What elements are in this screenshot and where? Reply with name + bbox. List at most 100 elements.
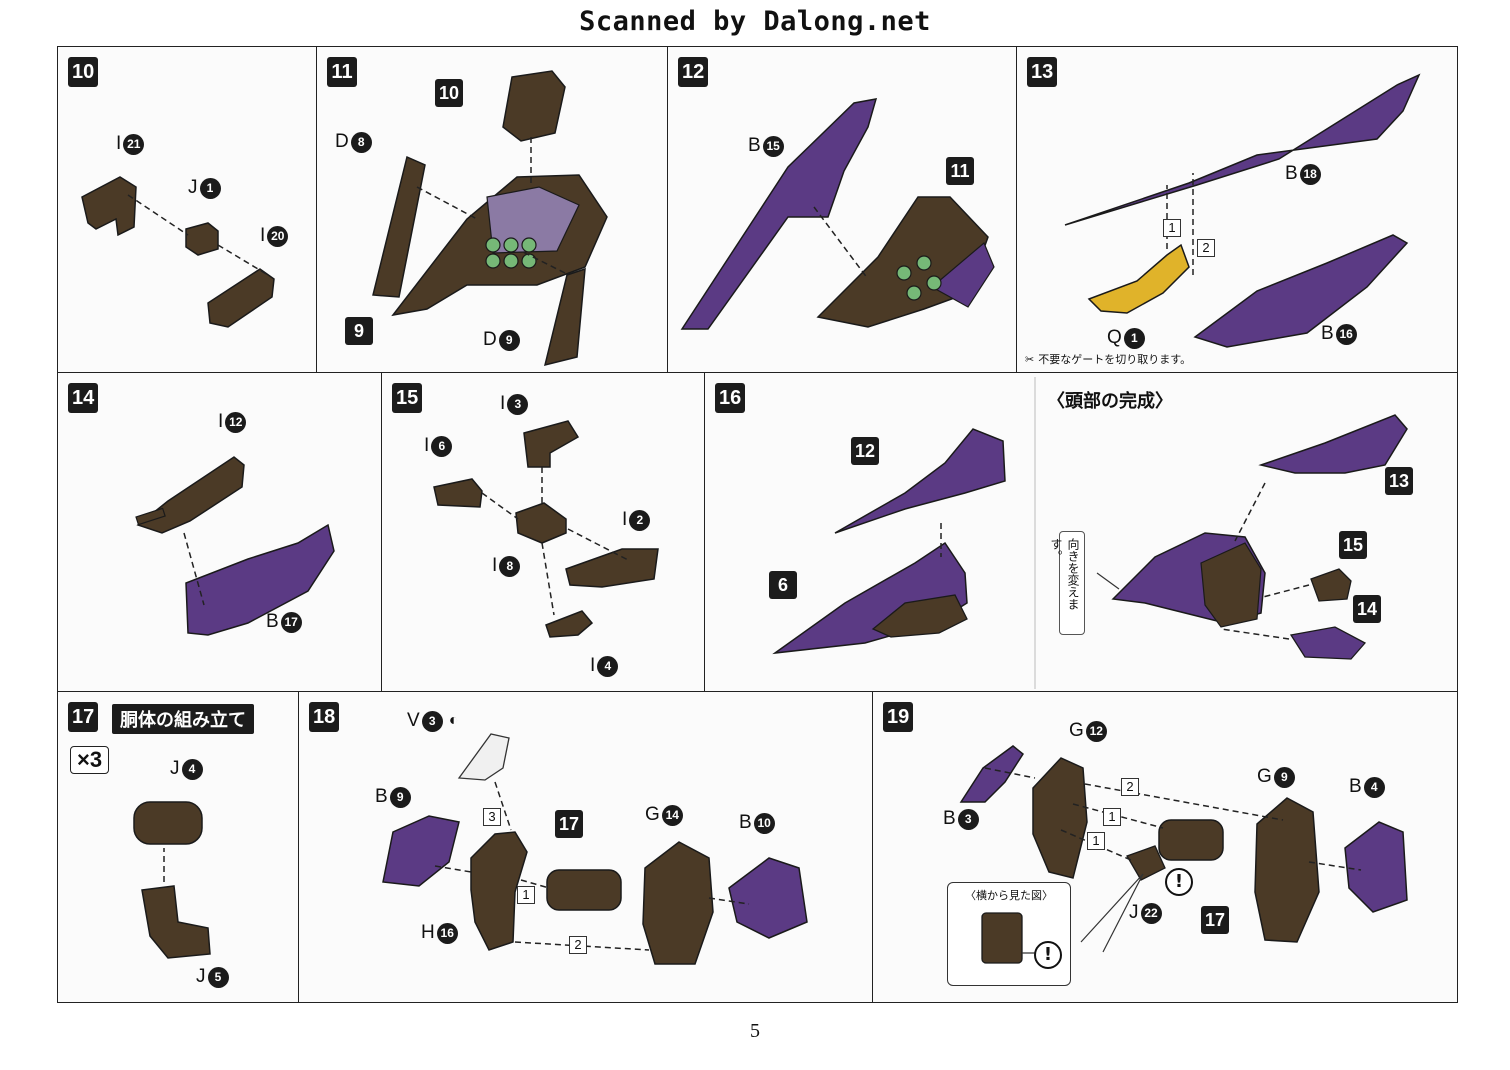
- step-19-parts-illustration: [959, 745, 1408, 953]
- part-b17: [185, 523, 335, 636]
- part-b16: [1193, 234, 1409, 348]
- part-i12: [136, 456, 245, 534]
- step-12-parts-illustration: [680, 98, 995, 330]
- subassembly-ref-14: 14: [1353, 595, 1381, 623]
- assembly-order-1: 1: [1163, 219, 1181, 237]
- step-number: 11: [327, 57, 357, 87]
- part-i20: [207, 268, 275, 328]
- step-number: 15: [392, 383, 423, 413]
- subassembly-ref-10: 10: [435, 79, 463, 107]
- step-13-parts-illustration: [1064, 73, 1421, 348]
- step-number: 16: [715, 383, 746, 413]
- subassembly-14: [1289, 626, 1367, 660]
- step-number: 19: [883, 702, 914, 732]
- part-d8: [372, 155, 426, 298]
- warning-icon: !: [1034, 941, 1062, 969]
- gate-removal-note: ✂不要なゲートを切り取ります。: [1025, 352, 1192, 367]
- part-v3: [457, 733, 510, 781]
- quantity-multiplier: ×3: [70, 746, 110, 774]
- step-number: 14: [68, 383, 99, 413]
- head-complete-title: 〈頭部の完成〉: [1047, 391, 1173, 412]
- part-g9: [1254, 797, 1320, 943]
- part-h16: [470, 831, 528, 951]
- step-11-parts-illustration: [372, 70, 608, 367]
- part-i8: [515, 502, 567, 544]
- subassembly-15: [1310, 568, 1352, 602]
- part-q1: [1087, 243, 1190, 314]
- assembly-order-1b: 1: [1087, 832, 1105, 850]
- part-i2: [565, 548, 659, 588]
- part-i4: [545, 610, 594, 638]
- part-b18: [1064, 73, 1421, 226]
- assembly-order-1: 1: [517, 886, 535, 904]
- scan-credit: Scanned by Dalong.net: [579, 6, 931, 37]
- assembly-order-2: 2: [1197, 239, 1215, 257]
- step-17-parts-illustration: [133, 801, 211, 959]
- warning-icon: !: [1165, 868, 1193, 896]
- part-b9: [382, 815, 460, 887]
- subassembly-ref-12: 12: [851, 437, 879, 465]
- rotate-view-note: 向きを変えます。: [1049, 531, 1085, 635]
- part-j22: [1126, 845, 1166, 881]
- subassembly-ref-9: 9: [345, 317, 373, 345]
- part-j4: [133, 801, 203, 845]
- torso-assembly-title: 胴体の組み立て: [112, 704, 254, 734]
- subassembly-13: [1258, 414, 1408, 474]
- part-b15: [680, 98, 878, 330]
- step-18-parts-illustration: [382, 733, 808, 965]
- step-16-panel: 16 〈頭部の完成〉 12 6 13 15 14 向きを変えます。: [704, 372, 1458, 692]
- subassembly-17: [546, 869, 622, 911]
- step-number: 10: [68, 57, 99, 87]
- step-number: 18: [309, 702, 340, 732]
- subassembly-ref-17: 17: [1201, 906, 1229, 934]
- subassembly-ref-11: 11: [946, 157, 974, 185]
- nipper-icon: ✂: [1025, 352, 1035, 366]
- subassembly-10: [502, 70, 566, 142]
- step-10-parts-illustration: [81, 176, 275, 328]
- part-b3: [959, 745, 1024, 803]
- step-15-parts-illustration: [433, 420, 659, 638]
- step-14-parts-illustration: [135, 456, 335, 636]
- subassembly-ref-6: 6: [769, 571, 797, 599]
- side-view-caption: 〈横から見た図〉: [965, 889, 1053, 902]
- part-b4: [1344, 821, 1408, 913]
- subassembly-ref-15: 15: [1339, 531, 1367, 559]
- part-d9: [543, 267, 586, 367]
- part-b10: [728, 857, 808, 939]
- assembly-order-2: 2: [569, 936, 587, 954]
- step-number: 12: [678, 57, 709, 87]
- subassembly-ref-17: 17: [555, 810, 583, 838]
